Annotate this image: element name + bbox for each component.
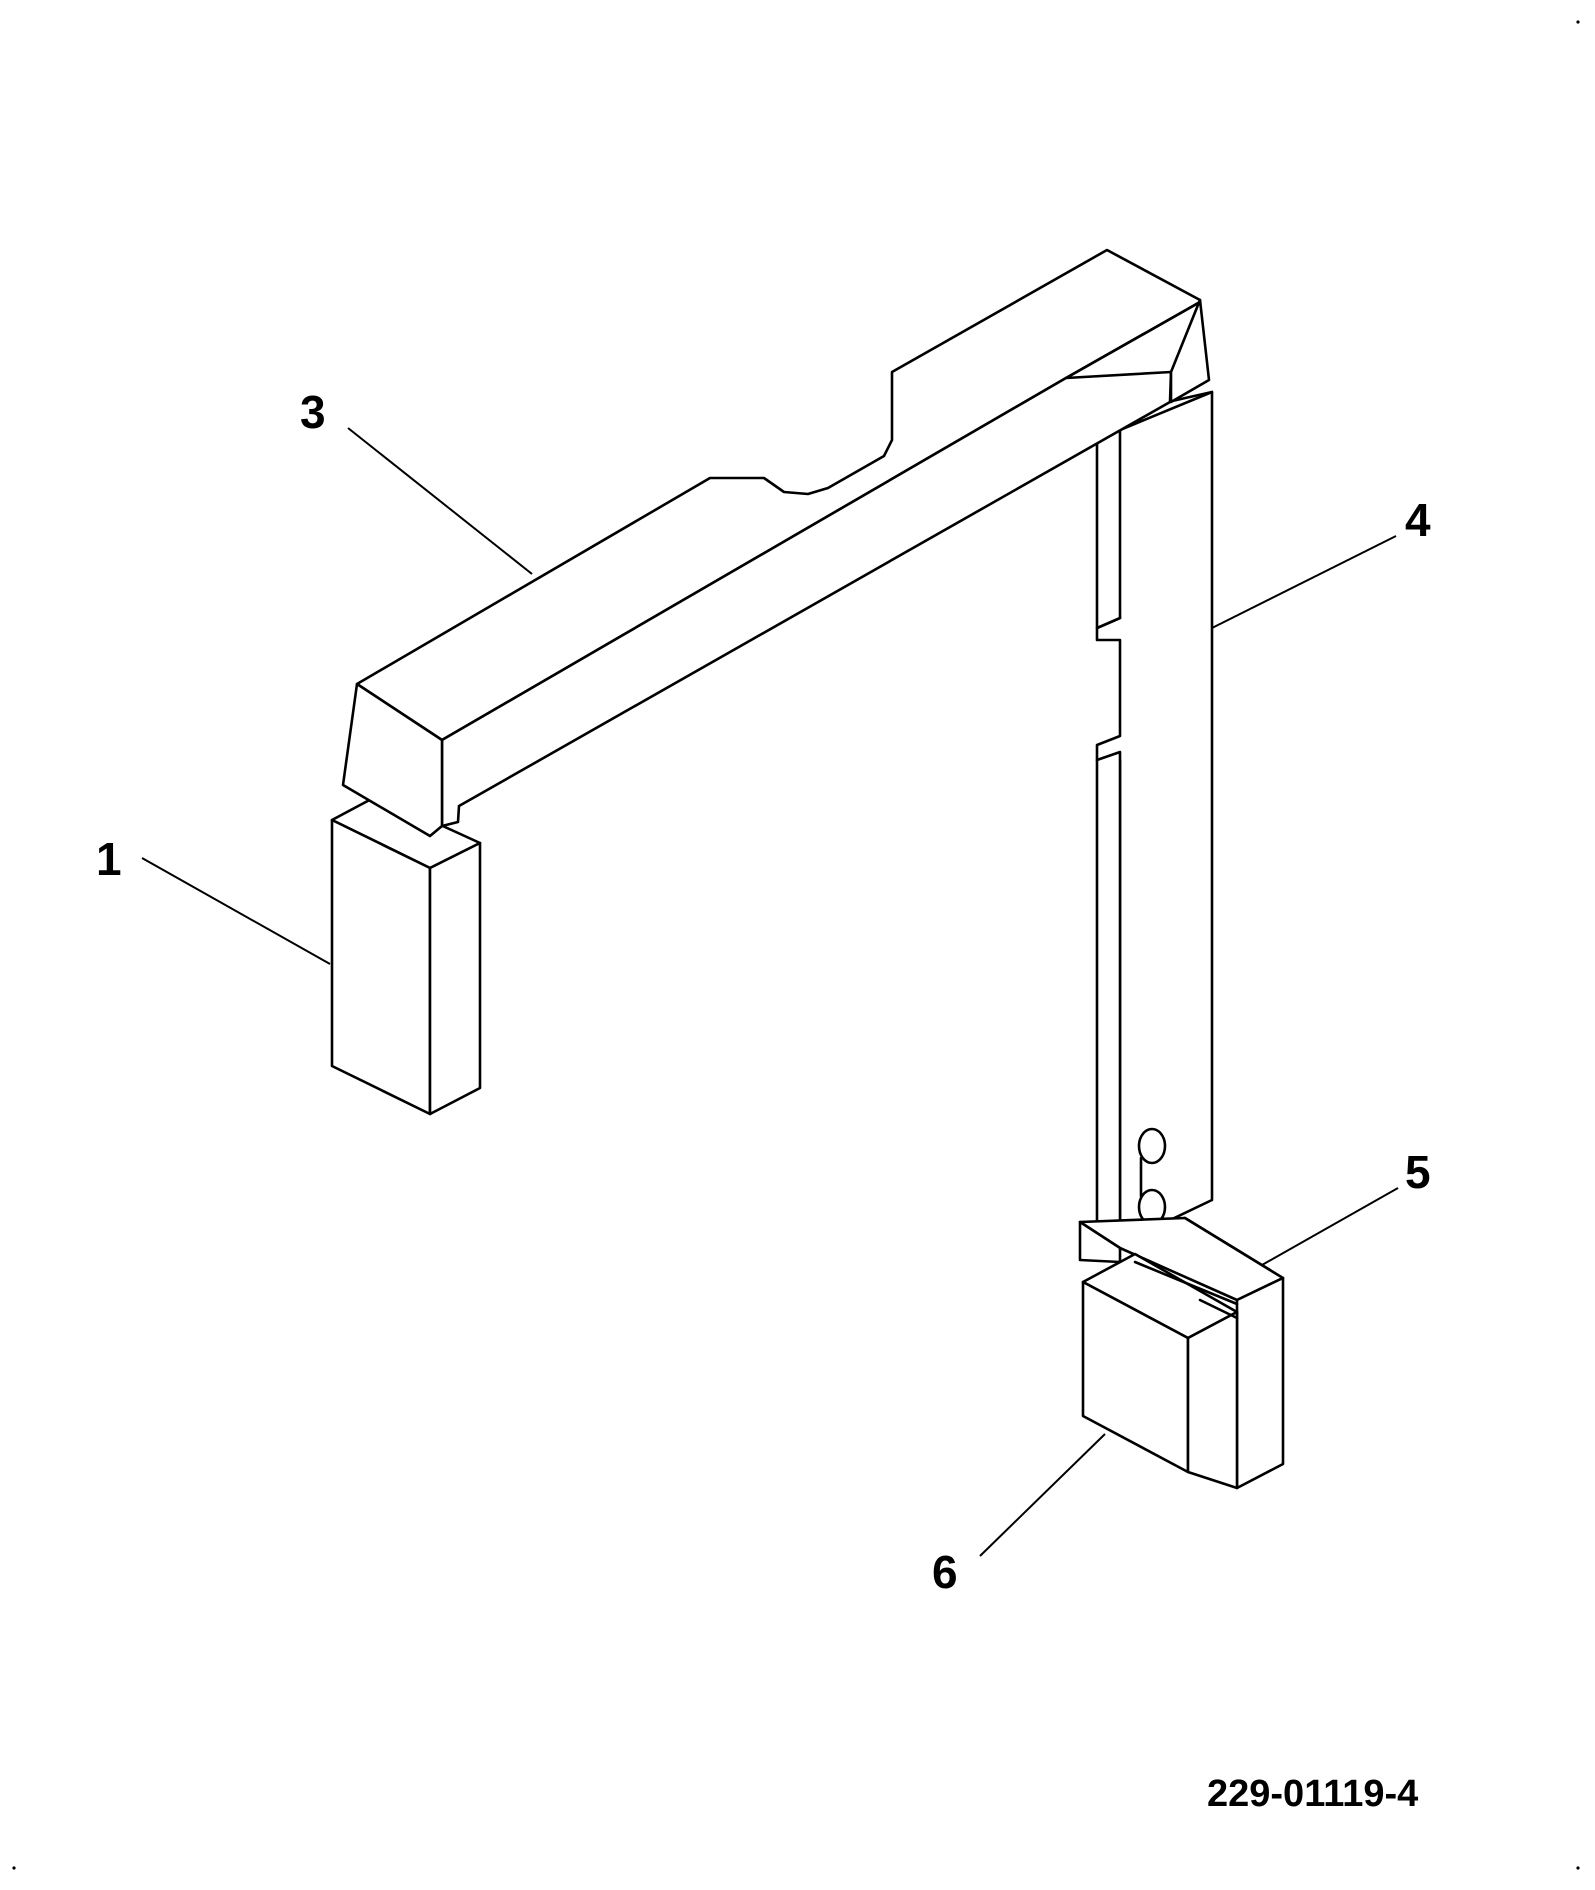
part-1-block [330,794,482,1116]
leader-line-1 [141,857,331,965]
part-4-vertical-bar [1095,390,1214,1246]
callout-1: 1 [96,833,122,885]
drawing-number: 229-01119-4 [1207,1773,1418,1815]
leader-line-4 [1211,535,1397,629]
corner-mark-bottom-left [12,1866,16,1870]
leader-line-3 [347,427,533,575]
callout-3: 3 [300,386,326,438]
corner-mark-bottom-right [1576,1866,1580,1870]
callout-4: 4 [1405,494,1431,546]
callout-5: 5 [1405,1146,1431,1198]
part-3-top-arm [341,248,1211,838]
callout-6: 6 [932,1546,958,1598]
leader-line-6 [979,1433,1106,1557]
bar-hole-upper [1137,1127,1167,1165]
leader-line-5 [1261,1187,1399,1266]
part-5-plate [1078,1216,1285,1490]
part-6-box [1081,1252,1239,1490]
corner-mark-top-right [1576,20,1580,24]
